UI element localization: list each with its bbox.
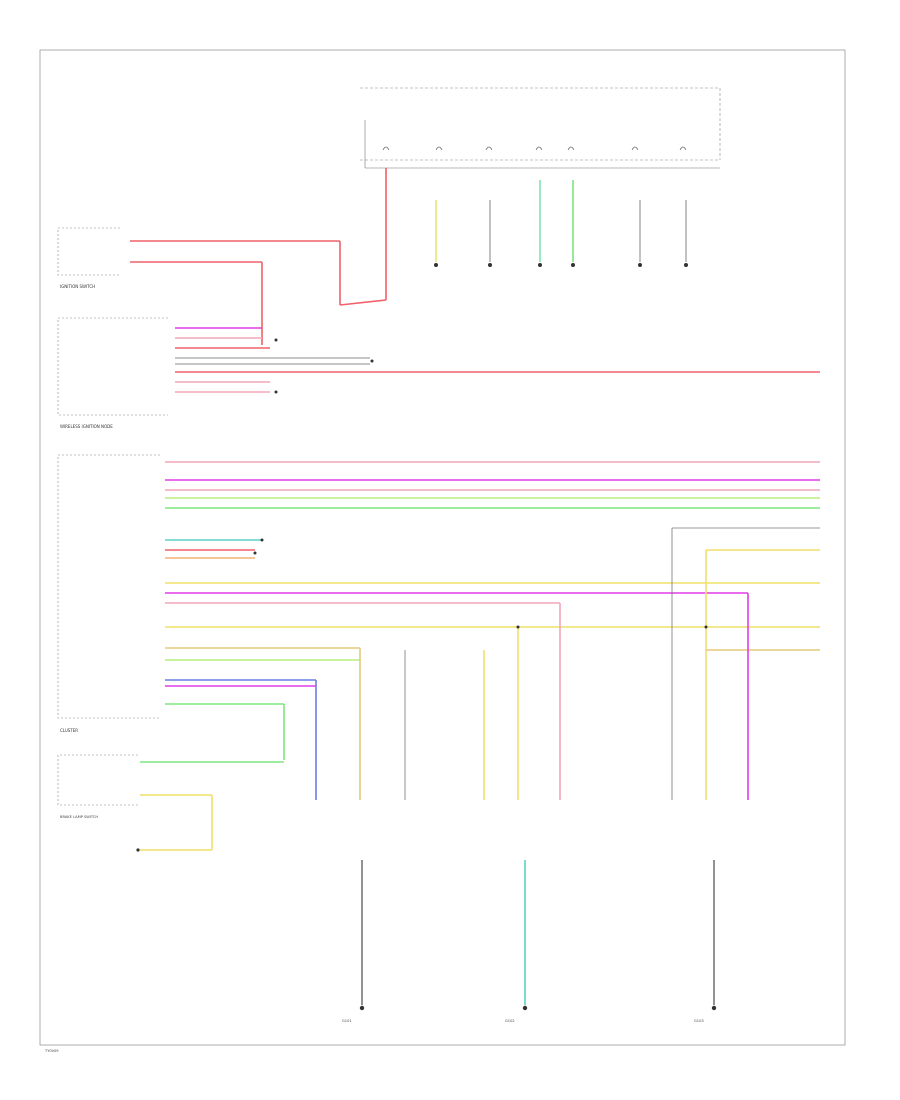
- wireless-ignition-node-label: WIRELESS IGNITION NODE: [60, 424, 113, 429]
- g103-label: G103: [694, 1019, 704, 1023]
- g101-label: G101: [342, 1019, 352, 1023]
- fuse-block: [360, 87, 721, 169]
- brake-lamp-switch: BRAKE LAMP SWITCH: [57, 754, 284, 852]
- fuse-drop-wires: [385, 168, 688, 300]
- brake-lamp-switch-label: BRAKE LAMP SWITCH: [60, 815, 98, 819]
- cluster-label: CLUSTER: [60, 728, 78, 733]
- wireless-ignition-node: WIRELESS IGNITION NODE: [57, 317, 820, 429]
- cluster: CLUSTER: [57, 454, 820, 800]
- ignition-switch-label: IGNITION SWITCH: [60, 284, 95, 289]
- footer-code: TY0009: [44, 1049, 59, 1053]
- ground-g101: G101: [342, 860, 365, 1023]
- diagram-frame: [39, 49, 846, 1046]
- g102-label: G102: [505, 1019, 515, 1023]
- ground-g103: G103: [694, 860, 717, 1023]
- ground-g102: G102: [505, 860, 528, 1023]
- ignition-switch: IGNITION SWITCH: [57, 227, 387, 345]
